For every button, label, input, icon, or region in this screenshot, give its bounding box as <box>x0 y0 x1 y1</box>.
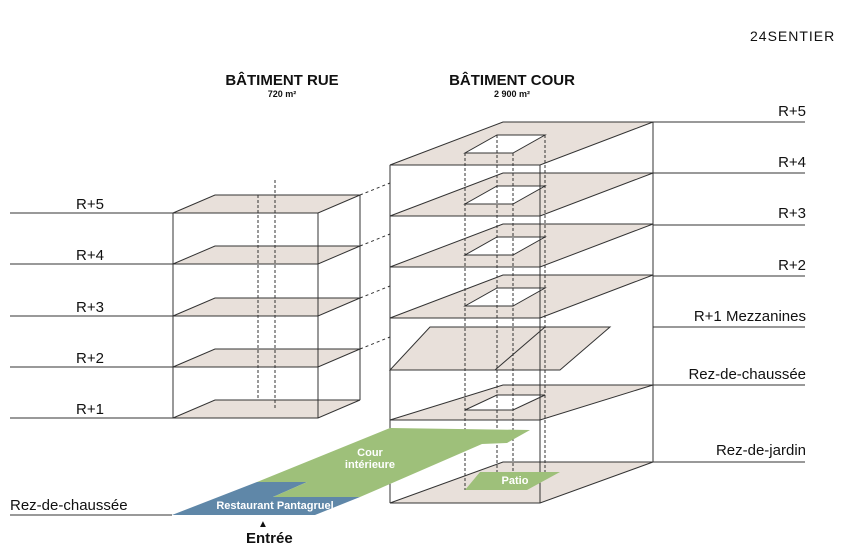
rue-slab <box>172 194 361 214</box>
mezzanine-slab <box>493 326 612 371</box>
brand-logo: 24SENTIER <box>750 28 836 44</box>
ground-level-label: Rez-de-chaussée <box>10 497 128 514</box>
cour-area: 2 900 m² <box>493 89 531 99</box>
rue-slab <box>172 297 361 317</box>
cour-level-label: R+3 <box>778 205 806 222</box>
patio-area <box>465 472 560 490</box>
entrance-label: Entrée <box>246 530 293 547</box>
rue-slab <box>172 245 361 265</box>
rue-area: 720 m² <box>267 89 297 99</box>
restaurant-label: Restaurant Pantagruel <box>216 500 334 512</box>
rue-slab <box>172 399 361 419</box>
cour-level-label: R+1 Mezzanines <box>693 308 806 325</box>
restaurant-area <box>172 482 360 515</box>
cour-level-label: Rez-de-chaussée <box>688 366 806 383</box>
cour-level-label: R+2 <box>778 257 806 274</box>
connector-line <box>359 182 391 196</box>
connector-line <box>359 336 391 350</box>
courtyard-area <box>257 428 530 497</box>
rue-level-label: R+3 <box>76 299 104 316</box>
cour-title: BÂTIMENT COUR <box>449 72 575 89</box>
connector-line <box>359 233 391 247</box>
rue-level-label: R+4 <box>76 247 104 264</box>
rue-slab <box>172 348 361 368</box>
connector-line <box>359 285 391 299</box>
cour-level-label: R+4 <box>778 154 806 171</box>
entrance-arrow-icon: ▲ <box>258 519 268 530</box>
patio-label: Patio <box>501 475 529 487</box>
rue-level-label: R+2 <box>76 350 104 367</box>
rue-level-label: R+1 <box>76 401 104 418</box>
rue-title: BÂTIMENT RUE <box>225 72 339 89</box>
court-label-line1: Cour <box>357 447 383 459</box>
cour-level-label: R+5 <box>778 103 806 120</box>
court-label-line2: intérieure <box>344 459 396 471</box>
rue-level-label: R+5 <box>76 196 104 213</box>
cour-level-label: Rez-de-jardin <box>715 442 806 459</box>
